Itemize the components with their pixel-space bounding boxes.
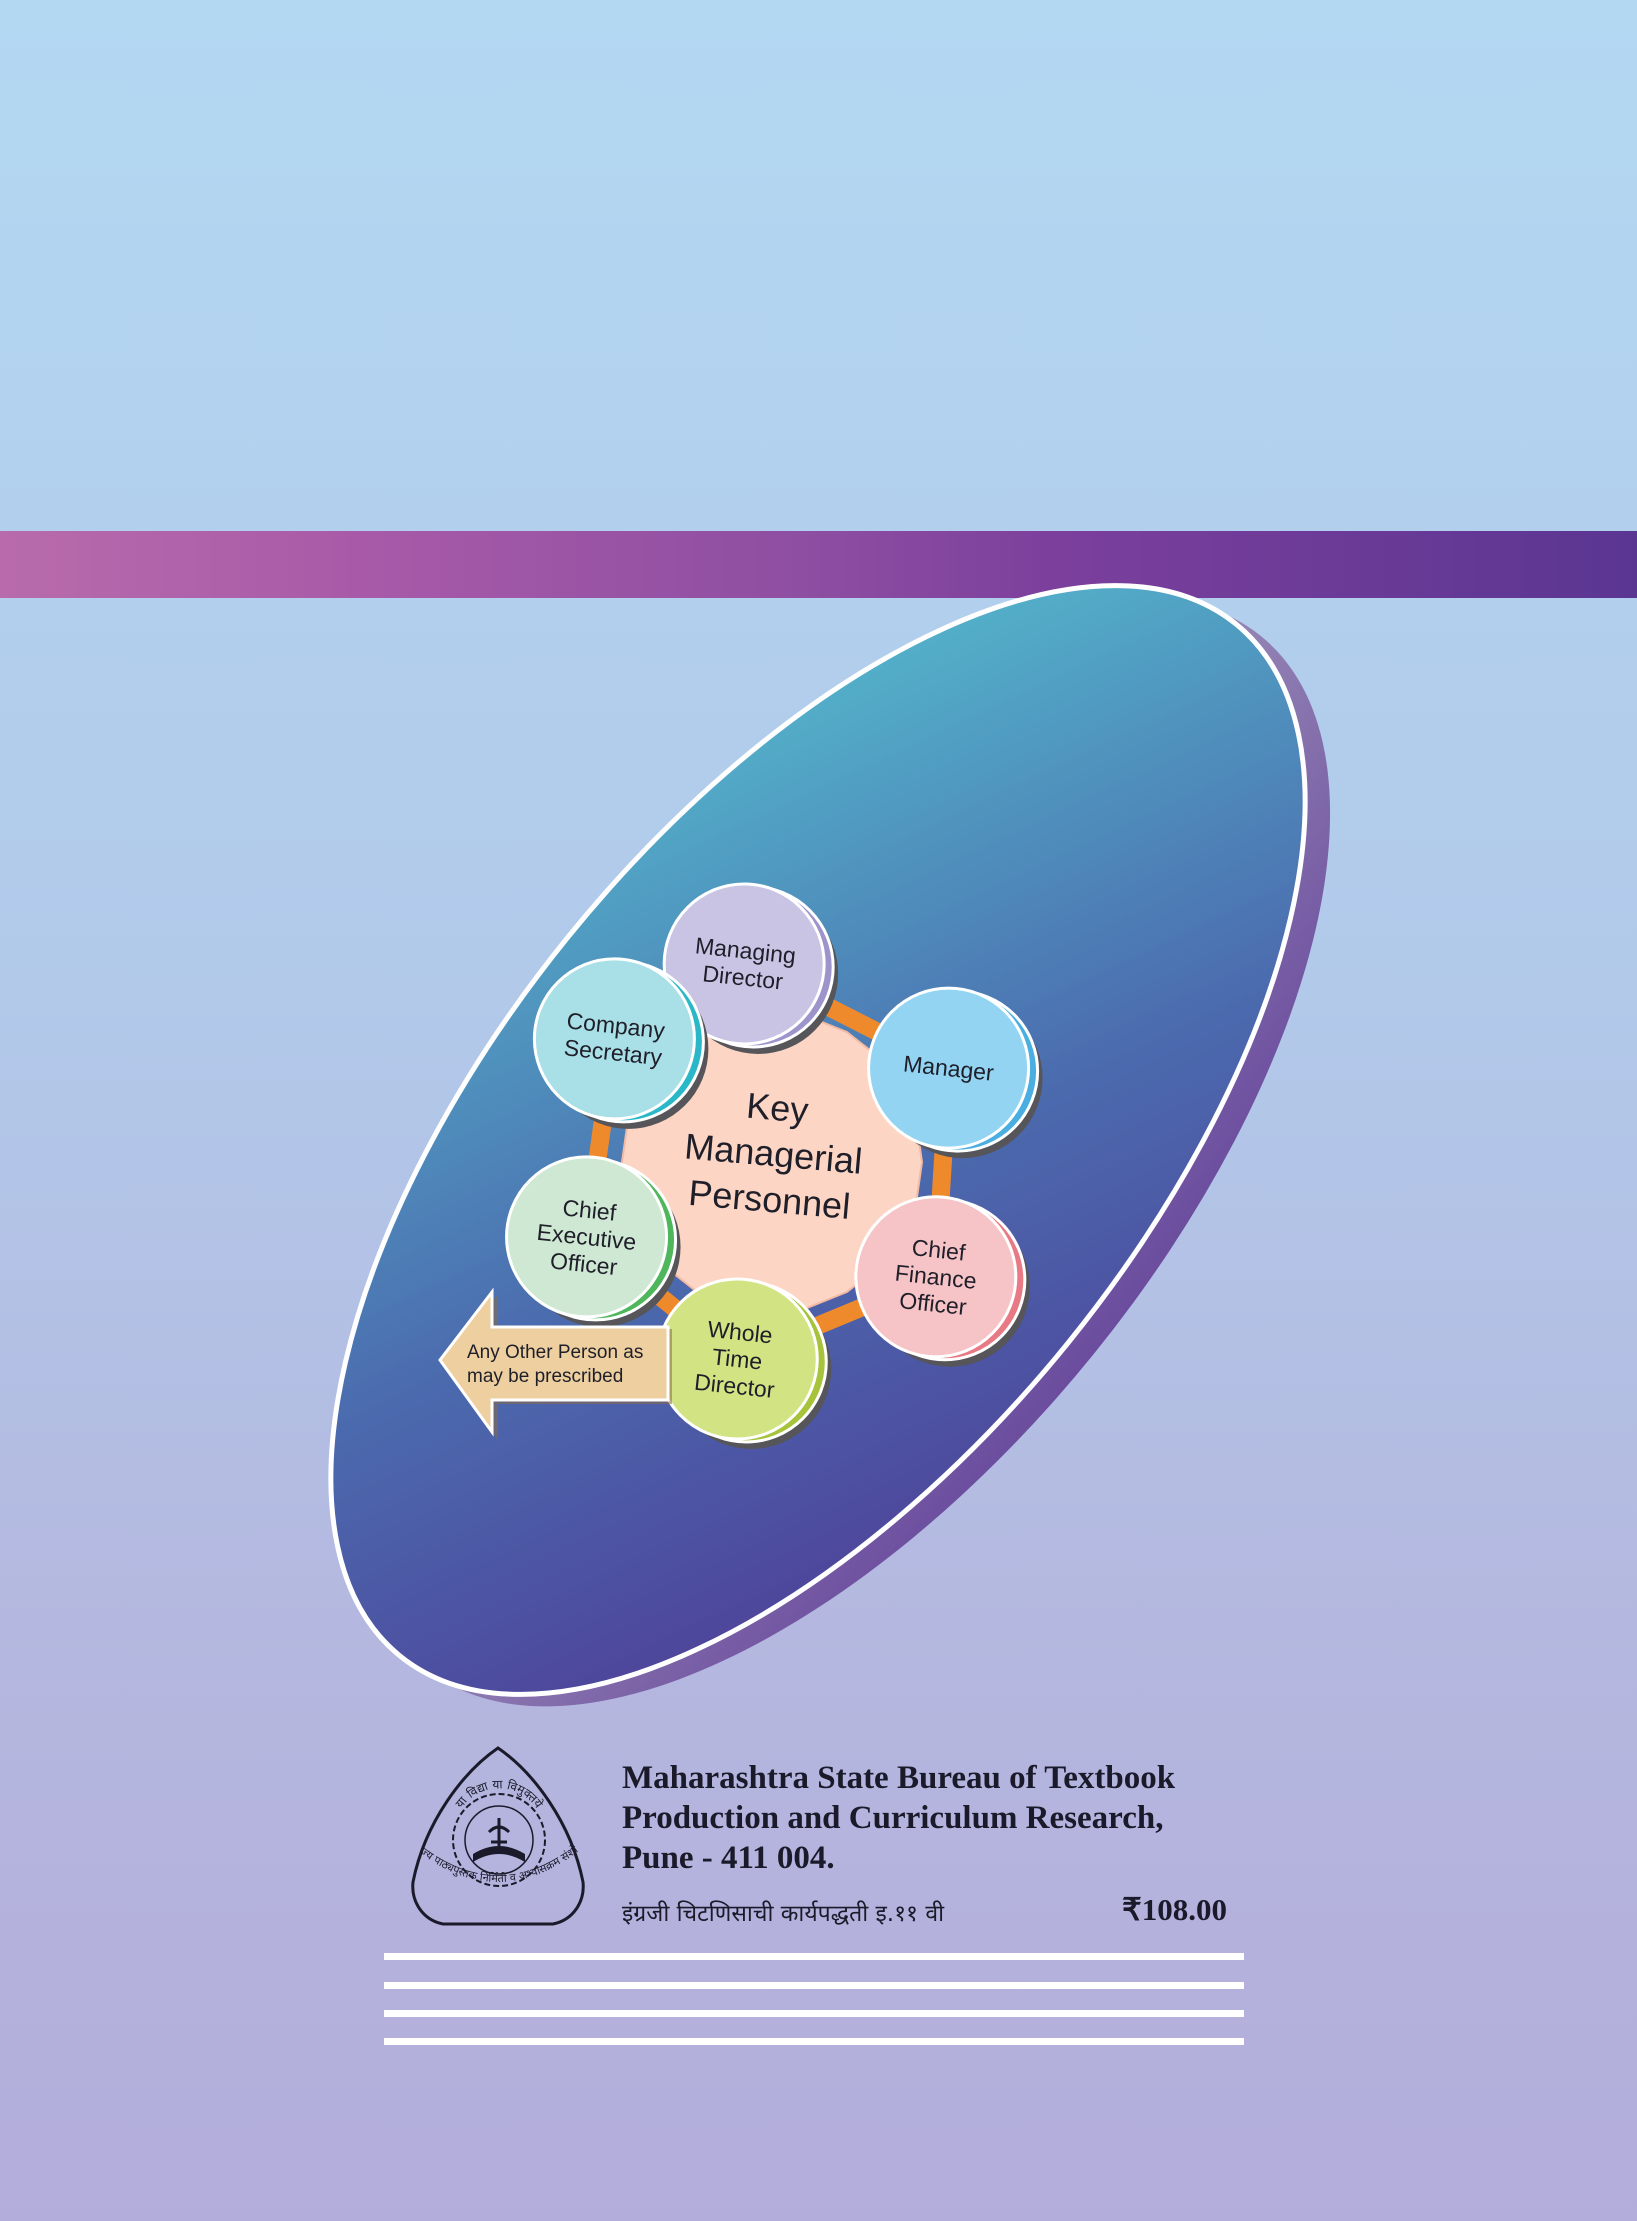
other-person-arrow: Any Other Person as may be prescribed [438, 1287, 672, 1441]
arrow-label-line-1: Any Other Person as [467, 1342, 643, 1363]
node-manager: Manager [867, 986, 1043, 1159]
svg-text:महाराष्ट्र राज्य पाठ्यपुस्तक न: महाराष्ट्र राज्य पाठ्यपुस्तक निर्मिती व … [403, 1742, 581, 1885]
publisher-block: Maharashtra State Bureau of Textbook Pro… [622, 1758, 1242, 1878]
publisher-line-3: Pune - 411 004. [622, 1840, 835, 1876]
node-label: Chief [911, 1234, 968, 1266]
personnel-nodes: ManagingDirectorManagerChiefFinanceOffic… [505, 882, 1043, 1449]
node-face [662, 882, 826, 1046]
key-managerial-personnel-diagram: Key Managerial Personnel ManagingDirecto… [330, 585, 1331, 1707]
node-face [854, 1195, 1018, 1359]
msbtpcr-logo: या विद्या या विमुक्तये महाराष्ट्र राज्य … [403, 1742, 585, 1926]
book-info-line: इंग्रजी चिटणिसाची कार्यपद्धती इ.११ वी ₹1… [622, 1892, 1227, 1932]
decorative-rule [384, 1982, 1244, 1989]
publisher-line-1: Maharashtra State Bureau of Textbook [622, 1760, 1176, 1796]
node-label: Time [711, 1343, 764, 1374]
node-label: Chief [561, 1194, 618, 1226]
book-price: ₹108.00 [1122, 1892, 1227, 1927]
node-face [867, 986, 1031, 1150]
logo-bottom-text: महाराष्ट्र राज्य पाठ्यपुस्तक निर्मिती व … [403, 1742, 581, 1885]
decorative-rule [384, 2010, 1244, 2017]
arrow-label-line-2: may be prescribed [467, 1366, 623, 1387]
center-label-line-1: Key [745, 1085, 810, 1131]
node-face [532, 957, 696, 1121]
node-face [505, 1155, 669, 1319]
book-subject: इंग्रजी चिटणिसाची कार्यपद्धती इ.११ वी [622, 1901, 945, 1927]
decorative-rule [384, 2038, 1244, 2045]
decorative-stripe [0, 531, 1637, 598]
decorative-rule [384, 1953, 1244, 1960]
publisher-line-2: Production and Curriculum Research, [622, 1800, 1164, 1836]
